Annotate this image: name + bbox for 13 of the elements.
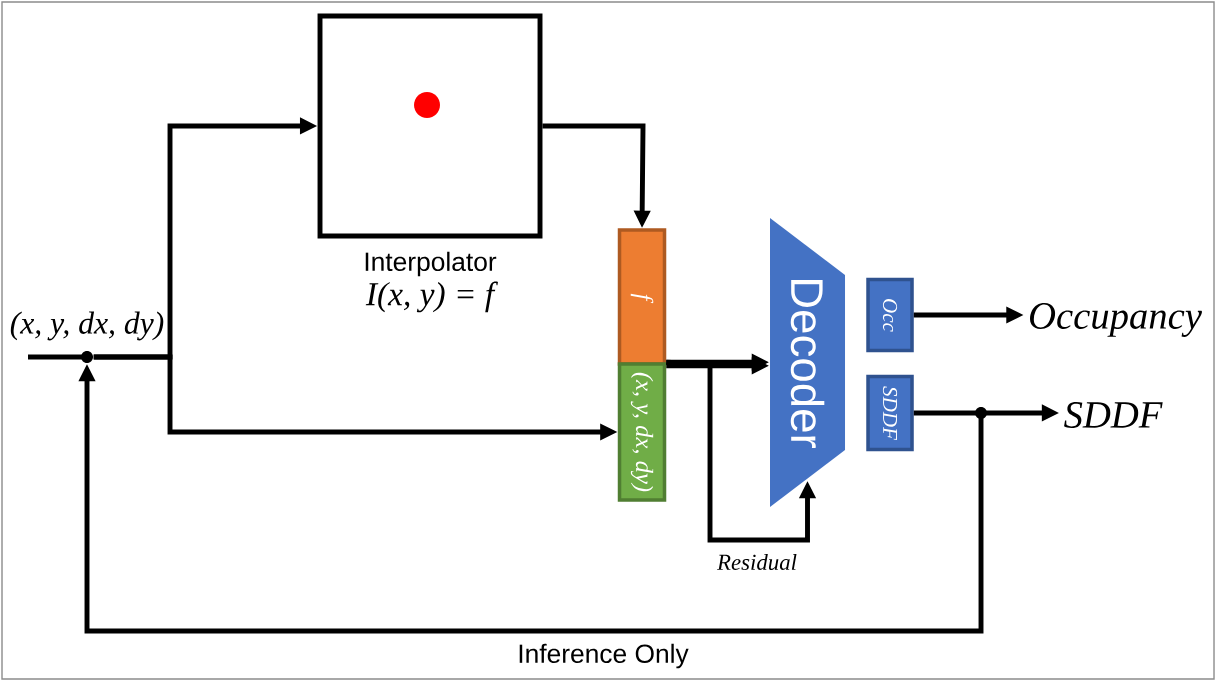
interpolator-box: Interpolator I(x, y) = f <box>317 13 543 313</box>
input-label: (x, y, dx, dy) <box>10 311 164 341</box>
output-text: Occupancy <box>1030 303 1202 337</box>
edge-label: Inference Only <box>513 640 693 672</box>
output-box: SDDF <box>866 374 914 452</box>
decoder-trapezoid: Decoder <box>770 218 845 507</box>
output-box: Occ <box>866 277 914 353</box>
coordinate-bar: (x, y, dx, dy) <box>617 362 667 502</box>
node-label: Interpolator <box>365 251 497 277</box>
feature-bar: f <box>617 228 667 366</box>
node-label: I(x, y) = f <box>365 281 498 313</box>
output-text: SDDF <box>1064 402 1163 428</box>
edge-label: Residual <box>713 550 801 574</box>
